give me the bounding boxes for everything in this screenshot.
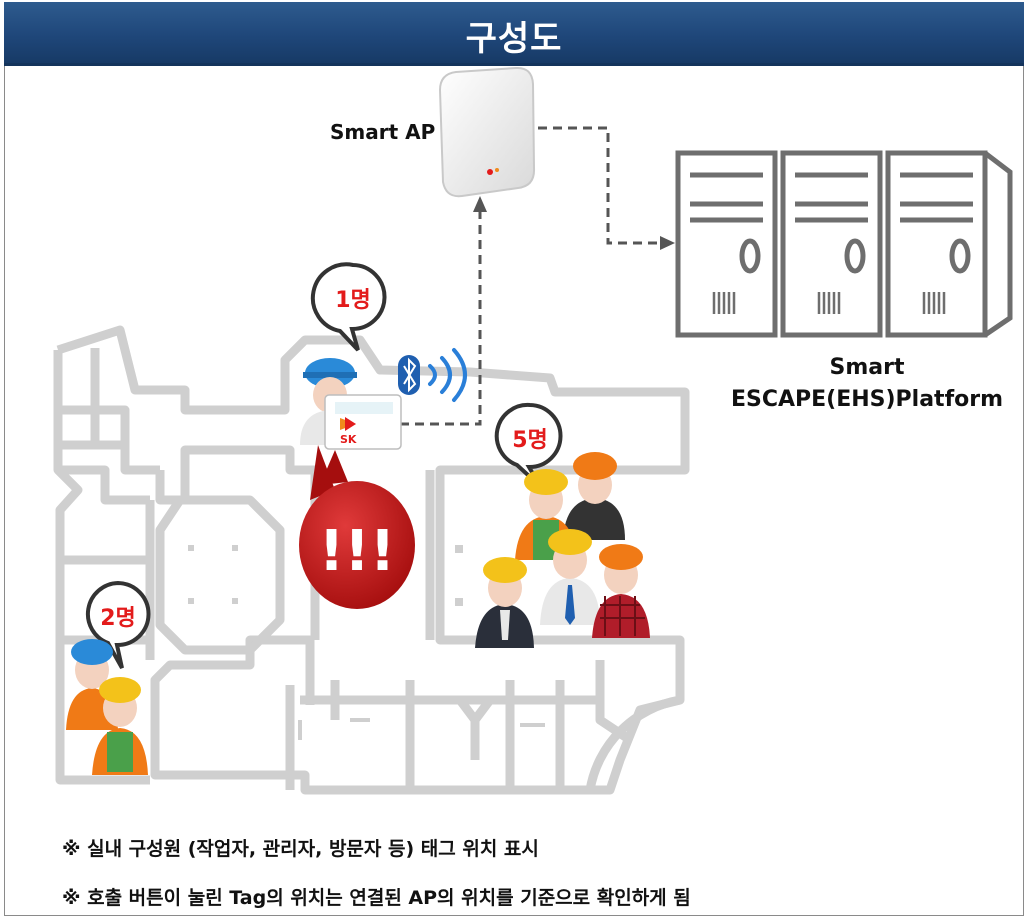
connector-tag-to-ap xyxy=(400,212,482,426)
arrow-head-ap xyxy=(473,196,487,212)
page-title: 구성도 xyxy=(465,19,563,59)
bluetooth-icon xyxy=(398,355,420,395)
count-single: 1명 xyxy=(335,288,371,313)
connector-ap-to-platform xyxy=(538,126,662,245)
smart-ap-label: Smart AP xyxy=(330,120,436,144)
title-bar: 구성도 xyxy=(4,2,1024,66)
worker-group-left xyxy=(66,639,148,775)
count-group-left: 2명 xyxy=(100,606,136,631)
alert-bubble-icon xyxy=(299,445,415,609)
count-bubble-single xyxy=(310,262,387,352)
alert-text: !!! xyxy=(319,519,396,584)
note-1: ※ 실내 구성원 (작업자, 관리자, 방문자 등) 태그 위치 표시 xyxy=(62,838,539,860)
signal-wave-icon xyxy=(428,348,467,402)
platform-label: Smart ESCAPE(EHS)Platform xyxy=(712,352,1022,416)
floor-plan-marks xyxy=(188,545,463,606)
platform-label-line2: ESCAPE(EHS)Platform xyxy=(730,387,1004,412)
tag-badge-text: SK xyxy=(340,433,357,446)
smart-ap-device xyxy=(438,66,536,198)
worker-group-right xyxy=(475,452,650,648)
arrow-head-platform xyxy=(660,236,675,250)
platform-label-line1: Smart xyxy=(829,355,905,380)
server-vents xyxy=(712,292,946,314)
count-bubble-group-left xyxy=(85,580,151,669)
note-2: ※ 호출 버튼이 눌린 Tag의 위치는 연결된 AP의 위치를 기준으로 확인… xyxy=(62,887,691,909)
tag-card-icon xyxy=(324,394,402,450)
count-group-right: 5명 xyxy=(512,428,548,453)
server-rack-icon xyxy=(675,150,1013,338)
floor-plan xyxy=(53,325,690,795)
